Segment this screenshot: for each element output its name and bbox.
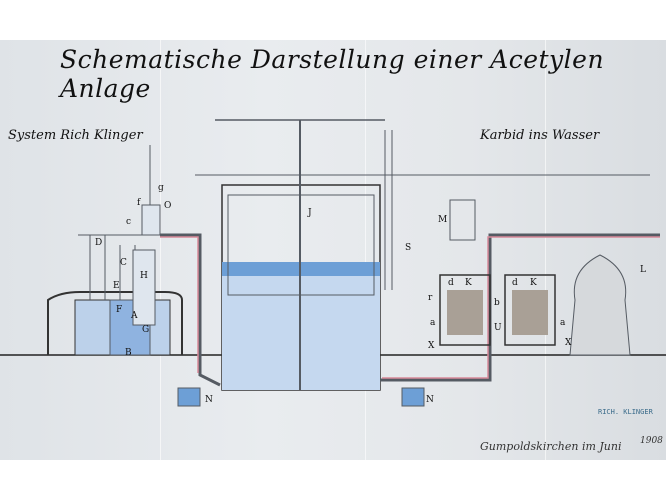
label-B: B [125,348,132,358]
label-L: L [640,265,646,275]
meter-M [449,199,476,241]
label-f: f [137,198,141,208]
label-U: U [494,323,502,333]
label-X-left: X [428,341,435,351]
year: 1908 [640,436,663,446]
purifier-K-left [439,274,491,346]
label-b: b [494,298,500,308]
label-N-right: N [426,395,434,405]
fold-line [365,40,366,460]
label-K-left: K [465,278,472,288]
label-G: G [142,325,149,335]
label-r-left: r [428,293,433,303]
label-d-left: d [448,278,454,288]
label-S: S [405,243,411,253]
trap-N-left [177,387,201,407]
label-N-left: N [205,395,213,405]
valve-O [141,204,161,236]
label-A: A [130,311,138,321]
part-labels: J S M L K K d d U b a a r X X N N D C E … [95,183,646,405]
fold-line [160,40,161,460]
label-H: H [140,271,148,281]
regulator-L [569,254,631,356]
label-X-right: X [565,338,572,348]
label-M: M [438,215,447,225]
process-label: Karbid ins Wasser [480,128,600,143]
label-O: O [164,201,171,211]
label-K-right: K [530,278,537,288]
company-stamp: RICH. KLINGER [598,408,653,416]
label-E: E [113,281,120,291]
place-date: Gumpoldskirchen im Juni [480,440,622,453]
pipe-H [132,249,156,326]
label-g: g [158,183,164,193]
label-J: J [307,208,312,218]
drawing-title: Schematische Darstellung einer Acetylen … [60,45,605,103]
label-a-left: a [430,318,436,328]
gas-pipe-red [160,236,660,379]
label-D: D [95,238,102,248]
label-F: F [116,305,122,315]
label-C: C [120,258,127,268]
purifier-K-right [504,274,556,346]
generator-basin [47,291,183,355]
label-c: c [126,217,131,227]
fold-line [545,40,546,460]
main-pipe [160,233,660,387]
label-d-right: d [512,278,518,288]
trap-N-right [401,387,425,407]
system-label: System Rich Klinger [8,128,143,143]
label-a-right: a [560,318,566,328]
